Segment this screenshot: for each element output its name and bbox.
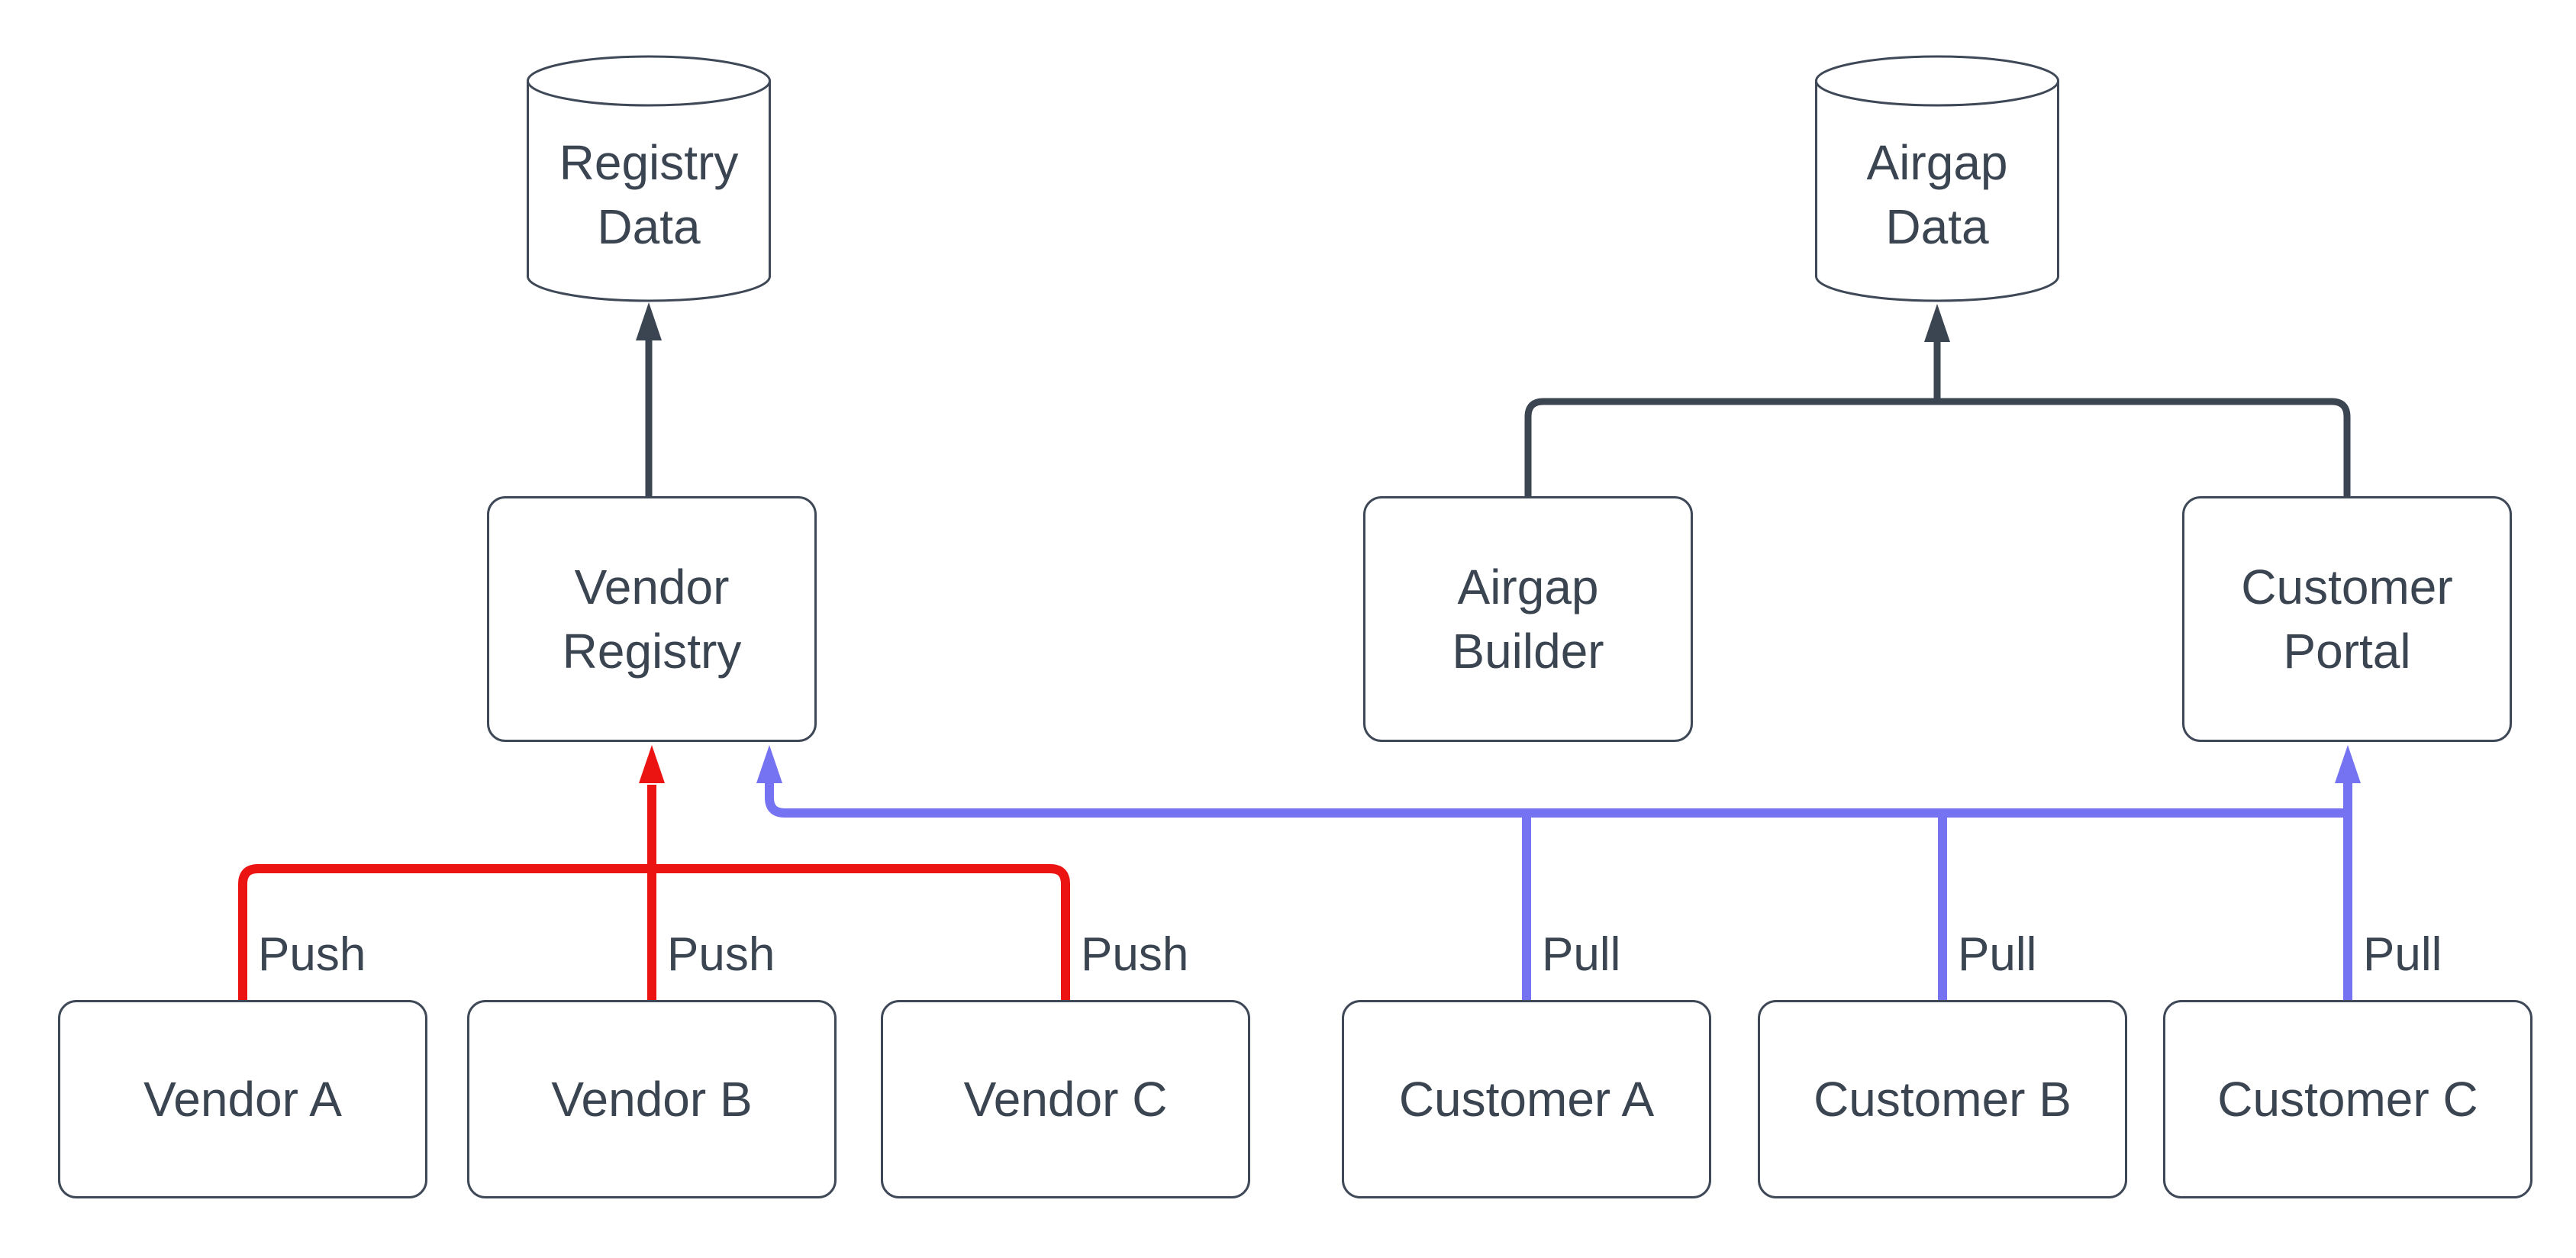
node-customer-portal: Customer Portal [2182, 496, 2512, 742]
node-registry-data: Registry Data [559, 134, 739, 254]
node-customer-c: Customer C [2163, 1000, 2532, 1198]
registry-data-cylinder [527, 55, 771, 302]
node-vendor-registry: Vendor Registry [487, 496, 817, 742]
edge-vendor-c-push [652, 864, 1070, 1002]
edge-label-pull-customer-b: Pull [1958, 928, 2037, 981]
airgap-data-cylinder-top [1815, 55, 2059, 107]
edge-label-push-vendor-c: Push [1081, 928, 1189, 981]
arrowhead-airgap-data [1924, 304, 1950, 342]
node-vendor-c: Vendor C [881, 1000, 1250, 1198]
airgap-data-cylinder-body [1815, 81, 2059, 302]
node-airgap-builder: Airgap Builder [1363, 496, 1693, 742]
arrowhead-customer-portal-pull [2335, 745, 2361, 783]
arrowhead-vendor-registry-push [639, 745, 665, 783]
node-vendor-a: Vendor A [58, 1000, 427, 1198]
edge-builder-portal-merge [1524, 398, 2351, 498]
arrowhead-registry-data [636, 302, 662, 340]
node-vendor-b: Vendor B [467, 1000, 837, 1198]
edge-label-push-vendor-b: Push [667, 928, 775, 981]
arrowhead-vendor-registry-pull [756, 745, 782, 783]
airgap-data-cylinder [1815, 55, 2059, 302]
node-customer-a: Customer A [1342, 1000, 1711, 1198]
node-airgap-data: Airgap Data [1866, 134, 2008, 254]
registry-data-cylinder-top [527, 55, 771, 107]
registry-data-cylinder-body [527, 81, 771, 302]
edge-label-pull-customer-a: Pull [1542, 928, 1621, 981]
edge-pull-bus [765, 783, 2348, 818]
edge-label-push-vendor-a: Push [258, 928, 366, 981]
edge-vendor-a-push [238, 864, 652, 1002]
edge-label-pull-customer-c: Pull [2363, 928, 2442, 981]
node-customer-b: Customer B [1758, 1000, 2127, 1198]
